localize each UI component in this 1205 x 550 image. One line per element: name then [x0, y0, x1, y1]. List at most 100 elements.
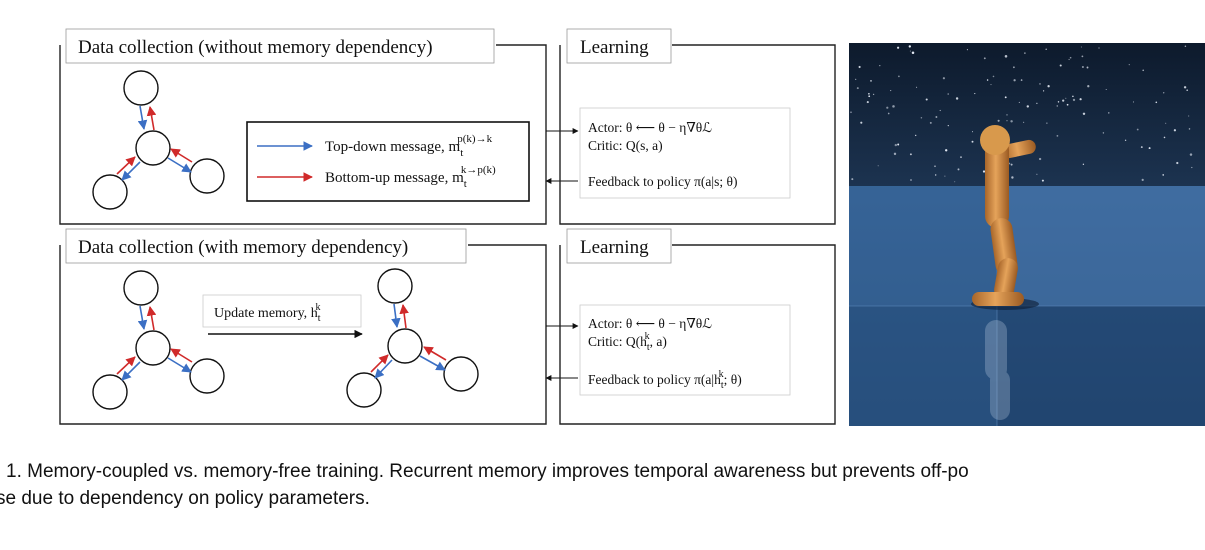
star: [974, 93, 976, 95]
star: [947, 124, 949, 127]
star: [915, 134, 917, 137]
robot-reflection: [985, 320, 1010, 420]
humanoid-simulation-render: [849, 43, 1205, 426]
star: [1024, 52, 1026, 54]
star: [1102, 132, 1105, 134]
actor-update-rule: Actor: θ ⟵ θ − η∇θℒ: [588, 120, 712, 135]
top-down-arrow: [137, 305, 148, 330]
top-down-arrow: [137, 105, 148, 130]
star: [1066, 103, 1069, 106]
star: [1036, 173, 1038, 175]
bottom-learning-panel: Learning Actor: θ ⟵ θ − η∇θℒ Critic: Q(h…: [559, 228, 836, 425]
star: [850, 111, 852, 114]
caption-line-1: 1. Memory-coupled vs. memory-free traini…: [6, 461, 969, 482]
star: [982, 170, 986, 173]
bottom-title-box: [65, 228, 467, 264]
star: [892, 105, 895, 108]
legend-bottom-up-label: Bottom-up message, mtk→p(k): [325, 164, 496, 190]
star: [1108, 112, 1110, 114]
star: [1072, 95, 1074, 98]
bottom-up-arrow: [146, 106, 157, 131]
star: [1010, 163, 1013, 166]
star: [1039, 83, 1041, 85]
star: [1173, 129, 1177, 132]
star: [1013, 79, 1016, 82]
star: [856, 87, 859, 90]
star: [897, 46, 900, 49]
star: [1186, 89, 1189, 92]
star: [947, 93, 949, 95]
star: [986, 79, 989, 81]
bottom-data-collection-panel: Data collection (with memory dependency)…: [59, 228, 547, 425]
star: [1124, 139, 1127, 141]
graph-node-left: [92, 374, 128, 410]
star: [1079, 98, 1082, 101]
top-panel-title: Data collection (without memory dependen…: [78, 37, 433, 58]
star: [1141, 178, 1144, 182]
bottom-up-arrow: [116, 356, 136, 375]
bottom-up-arrow: [170, 348, 193, 363]
star: [966, 49, 968, 51]
star: [971, 131, 974, 133]
star: [1183, 86, 1187, 89]
star: [1026, 105, 1030, 108]
star: [851, 178, 854, 181]
star: [1004, 96, 1007, 99]
star: [1011, 176, 1014, 179]
star: [1098, 47, 1100, 49]
star: [894, 143, 897, 147]
star: [898, 75, 900, 78]
star: [1059, 64, 1062, 67]
floor-tile: [997, 306, 1205, 426]
star: [1023, 121, 1025, 123]
star: [1188, 128, 1191, 130]
star: [911, 51, 915, 55]
message-legend: Top-down message, mtp(k)→k Bottom-up mes…: [246, 121, 530, 202]
star: [1082, 163, 1085, 165]
top-learning-box: [579, 107, 791, 199]
star: [1163, 92, 1165, 94]
learning-title-box: [566, 228, 672, 264]
top-down-arrow: [419, 355, 446, 371]
bottom-up-arrow: [370, 354, 389, 373]
star: [1069, 56, 1072, 59]
robot-shin: [994, 258, 1018, 300]
star: [1072, 98, 1076, 102]
star: [1041, 179, 1044, 182]
star: [890, 90, 892, 92]
floor-tile: [997, 186, 1205, 306]
star: [1013, 66, 1015, 69]
night-sky: [849, 43, 1205, 186]
star: [1046, 122, 1048, 124]
robot-foot: [972, 292, 1024, 306]
star: [1006, 120, 1008, 122]
legend-top-down-label: Top-down message, mtp(k)→k: [325, 133, 493, 159]
star: [1062, 99, 1065, 102]
star: [910, 179, 912, 181]
bottom-up-arrow: [423, 346, 447, 361]
star: [872, 93, 875, 96]
star: [1042, 90, 1045, 92]
star: [1189, 153, 1193, 156]
star: [939, 109, 941, 112]
star: [1045, 48, 1047, 51]
star: [1148, 147, 1151, 150]
star: [955, 97, 959, 100]
star: [858, 65, 861, 69]
star: [971, 140, 974, 143]
star: [877, 165, 879, 167]
floor-tile: [849, 186, 997, 306]
star: [935, 116, 938, 118]
graph-node-center: [135, 330, 171, 366]
star: [1047, 85, 1050, 88]
star: [1010, 120, 1013, 123]
star: [1065, 97, 1067, 99]
star: [1057, 101, 1060, 103]
graph-node-center: [387, 328, 423, 364]
top-learning-title: Learning: [580, 37, 649, 58]
graph-node-right: [189, 358, 225, 394]
star: [929, 121, 932, 124]
robot-head: [980, 125, 1010, 155]
top-graph: [92, 70, 225, 210]
star: [868, 93, 870, 95]
